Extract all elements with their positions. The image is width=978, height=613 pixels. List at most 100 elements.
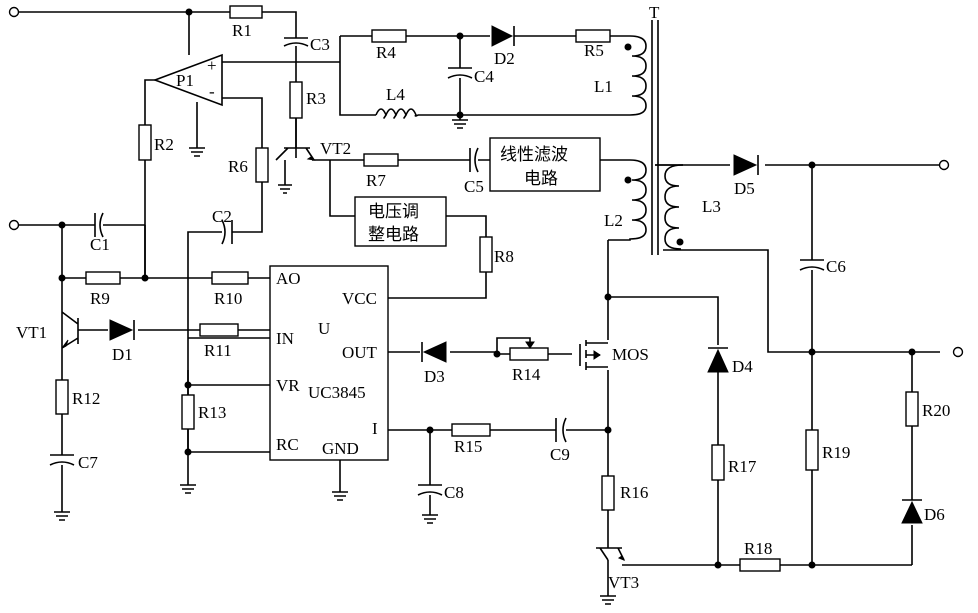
transistor-VT3 (596, 547, 626, 561)
capacitor-C1 (94, 212, 104, 238)
svg-text:VT1: VT1 (16, 323, 47, 342)
svg-text:R11: R11 (204, 341, 232, 360)
svg-text:R13: R13 (198, 403, 226, 422)
diode-D2 (491, 25, 515, 47)
resistor-R4 (371, 29, 407, 43)
svg-text:T: T (649, 3, 660, 22)
resistor-R11 (199, 323, 239, 337)
svg-text:L3: L3 (702, 197, 721, 216)
resistors (55, 5, 919, 572)
ground-icon (278, 184, 292, 194)
svg-text:电路: 电路 (524, 169, 558, 189)
capacitors (49, 37, 825, 496)
resistor-R17 (711, 444, 725, 481)
svg-text:R20: R20 (922, 401, 950, 420)
svg-text:R5: R5 (584, 41, 604, 60)
resistor-R7 (363, 153, 399, 167)
inductors (375, 20, 684, 255)
ground-icon (600, 595, 616, 605)
ground-icon (189, 147, 205, 157)
svg-text:R4: R4 (376, 43, 396, 62)
inductor-L3 (664, 164, 684, 250)
mosfet-MOS (579, 340, 608, 370)
capacitor-C3 (283, 37, 309, 47)
transformer-core (651, 20, 659, 255)
svg-text:D6: D6 (924, 505, 945, 524)
ground-icon (332, 491, 348, 501)
pin-I: I (372, 419, 378, 438)
capacitor-C7 (49, 454, 75, 466)
wires (18, 11, 940, 596)
transistor-VT2 (275, 118, 316, 161)
pin-OUT: OUT (342, 343, 378, 362)
svg-text:D3: D3 (424, 367, 445, 386)
svg-text:R3: R3 (306, 89, 326, 108)
chip-UC3845: AO VCC IN OUT VR I RC GND U UC3845 (269, 265, 389, 461)
resistor-R8 (479, 236, 493, 273)
svg-text:C7: C7 (78, 453, 98, 472)
chip-ref-label: U (318, 319, 330, 338)
resistor-R19 (805, 429, 819, 471)
transistor-VT1 (61, 311, 79, 349)
svg-text:C5: C5 (464, 177, 484, 196)
resistor-R2 (138, 124, 152, 161)
pin-IN: IN (276, 329, 294, 348)
svg-text:C1: C1 (90, 235, 110, 254)
pin-GND: GND (322, 439, 359, 458)
svg-text:线性滤波: 线性滤波 (500, 145, 568, 165)
svg-text:P1: P1 (176, 71, 194, 90)
inductor-L4 (375, 108, 419, 119)
svg-text:L4: L4 (386, 85, 405, 104)
block-linear-filter: 线性滤波 电路 (489, 137, 601, 192)
svg-text:R2: R2 (154, 135, 174, 154)
svg-text:R8: R8 (494, 247, 514, 266)
svg-text:C2: C2 (212, 207, 232, 226)
pin-AO: AO (276, 269, 301, 288)
svg-text:VT2: VT2 (320, 139, 351, 158)
svg-text:R19: R19 (822, 443, 850, 462)
svg-text:C3: C3 (310, 35, 330, 54)
opamp-plus: + (207, 56, 217, 75)
svg-text:R7: R7 (366, 171, 386, 190)
ground-icon (180, 484, 196, 494)
svg-text:C9: C9 (550, 445, 570, 464)
resistor-R16 (601, 475, 615, 511)
svg-text:D2: D2 (494, 49, 515, 68)
pin-VCC: VCC (342, 289, 377, 308)
ground-icon (422, 514, 438, 524)
pin-RC: RC (276, 435, 299, 454)
diode-D1 (109, 319, 135, 341)
svg-text:R9: R9 (90, 289, 110, 308)
terminal-out-bottom (952, 346, 964, 358)
component-labels: R1 R2 R3 R4 R5 R6 R7 R8 R9 R10 R11 R12 R… (16, 3, 950, 592)
svg-text:R10: R10 (214, 289, 242, 308)
svg-text:R6: R6 (228, 157, 248, 176)
terminal-out-top (938, 159, 950, 171)
terminals (8, 6, 964, 358)
diode-D4 (707, 347, 729, 373)
svg-text:D1: D1 (112, 345, 133, 364)
capacitor-C8 (417, 484, 443, 496)
svg-text:D4: D4 (732, 357, 753, 376)
resistor-R12 (55, 379, 69, 415)
capacitor-C4 (447, 67, 473, 79)
opamp-minus: - (209, 82, 215, 101)
svg-text:C6: C6 (826, 257, 846, 276)
resistor-R6 (255, 147, 269, 183)
svg-text:D5: D5 (734, 179, 755, 198)
resistor-R3 (289, 81, 303, 119)
terminal-top-left (8, 6, 20, 18)
terminal-mid-left (8, 219, 20, 231)
ground-icon (452, 119, 468, 129)
chip-model-label: UC3845 (308, 383, 366, 402)
resistor-R1 (229, 5, 263, 19)
svg-text:R14: R14 (512, 365, 541, 384)
svg-text:R16: R16 (620, 483, 648, 502)
resistor-R18 (739, 558, 781, 572)
ground-symbols (54, 119, 616, 605)
svg-text:R15: R15 (454, 437, 482, 456)
svg-text:R17: R17 (728, 457, 757, 476)
junction-dots (58, 8, 916, 569)
capacitor-C6 (799, 259, 825, 271)
